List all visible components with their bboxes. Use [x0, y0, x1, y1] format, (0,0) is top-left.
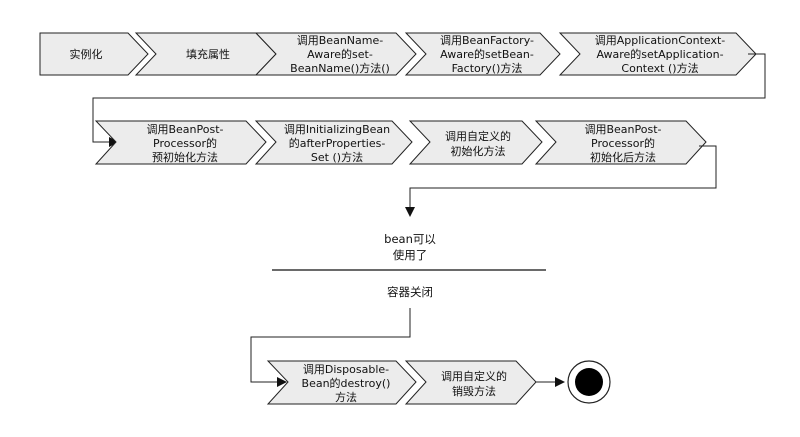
connector-closed-to-destroy — [250, 308, 411, 387]
step-bean-name-aware: 调用BeanName- Aware的set- BeanName()方法() — [254, 32, 417, 76]
step-custom-init-line-1: 调用自定义的 — [445, 129, 511, 143]
step-bean-factory-aware-line-1: 调用BeanFactory- — [440, 34, 534, 47]
step-application-context-aware: 调用ApplicationContext- Aware的setApplicati… — [558, 32, 757, 76]
step-post-initialization-line-3: 初始化后方法 — [590, 150, 656, 164]
step-disposable-bean-destroy-line-3: 方法 — [335, 390, 357, 404]
step-custom-destroy: 调用自定义的 销毁方法 — [404, 360, 537, 405]
step-pre-initialization-line-2: Processor的 — [153, 136, 217, 150]
bean-ready-label-line-1: bean可以 — [384, 232, 436, 246]
step-populate-properties: 填充属性 — [134, 32, 277, 76]
step-disposable-bean-destroy-line-1: 调用Disposable- — [303, 363, 389, 376]
step-disposable-bean-destroy: 调用Disposable- Bean的destroy() 方法 — [266, 360, 417, 405]
step-pre-initialization-line-3: 预初始化方法 — [152, 150, 218, 164]
end-state-icon — [567, 360, 611, 404]
step-application-context-aware-line-3: Context ()方法 — [621, 61, 698, 75]
step-instantiate-line: 实例化 — [70, 47, 103, 61]
step-custom-destroy-line-1: 调用自定义的 — [441, 369, 507, 383]
step-bean-name-aware-line-2: Aware的set- — [307, 47, 373, 61]
step-bean-factory-aware-line-2: Aware的setBean- — [440, 47, 534, 61]
step-instantiate: 实例化 — [39, 32, 149, 76]
step-bean-factory-aware: 调用BeanFactory- Aware的setBean- Factory()方… — [404, 32, 561, 76]
step-after-properties-set-line-1: 调用InitializingBean — [284, 123, 390, 136]
step-pre-initialization: 调用BeanPost- Processor的 预初始化方法 — [94, 120, 267, 165]
step-post-initialization-line-2: Processor的 — [591, 136, 655, 150]
step-custom-destroy-line-2: 销毁方法 — [452, 384, 496, 398]
step-custom-init-line-2: 初始化方法 — [451, 144, 506, 158]
step-bean-name-aware-line-3: BeanName()方法() — [290, 61, 390, 75]
step-pre-initialization-line-1: 调用BeanPost- — [146, 123, 223, 136]
connector-row1-to-row2 — [92, 53, 766, 147]
container-closed-label: 容器关闭 — [387, 285, 433, 299]
step-custom-init: 调用自定义的 初始化方法 — [408, 120, 543, 165]
bean-ready-label-line-2: 使用了 — [393, 248, 428, 262]
step-after-properties-set-line-2: 的afterProperties- — [289, 136, 386, 150]
step-application-context-aware-line-2: Aware的setApplication- — [596, 47, 723, 61]
connector-row2-to-ready — [405, 145, 717, 217]
step-post-initialization: 调用BeanPost- Processor的 初始化后方法 — [534, 120, 707, 165]
step-populate-properties-line: 填充属性 — [186, 47, 230, 61]
step-bean-name-aware-line-1: 调用BeanName- — [297, 34, 383, 47]
step-disposable-bean-destroy-line-2: Bean的destroy() — [302, 376, 391, 390]
step-post-initialization-line-1: 调用BeanPost- — [584, 123, 661, 136]
step-after-properties-set: 调用InitializingBean 的afterProperties- Set… — [254, 120, 413, 165]
step-bean-factory-aware-line-3: Factory()方法 — [452, 61, 523, 75]
step-after-properties-set-line-3: Set ()方法 — [311, 150, 363, 164]
step-application-context-aware-line-1: 调用ApplicationContext- — [595, 34, 726, 47]
